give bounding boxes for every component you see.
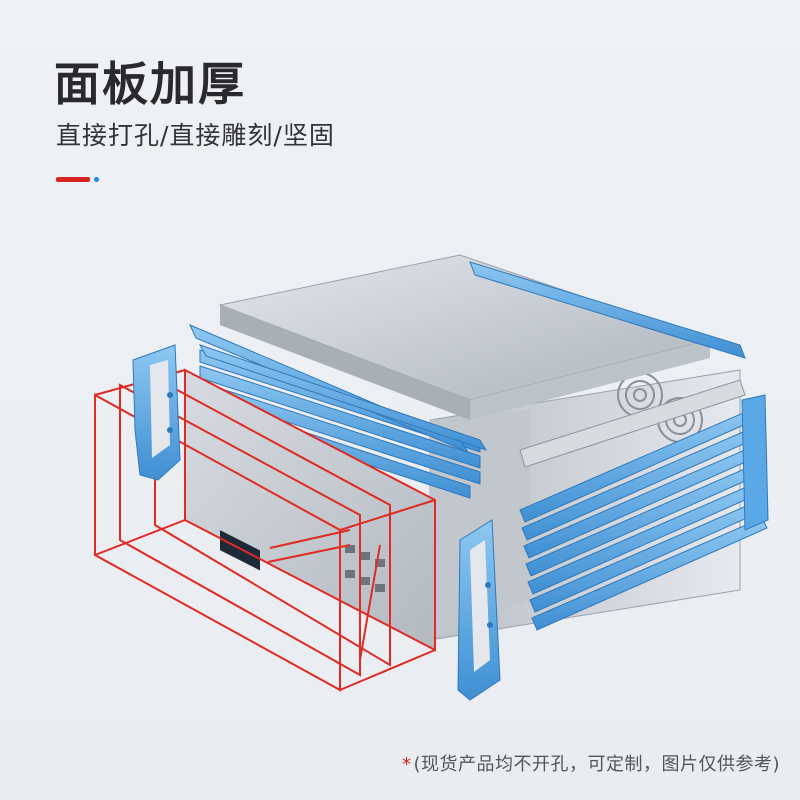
footnote-mark: *	[401, 754, 412, 775]
accent-bar	[56, 177, 90, 182]
right-rail-group	[519, 394, 769, 631]
footnote-text: (现货产品均不开孔，可定制，图片仅供参考)	[413, 754, 780, 775]
top-rail-left	[189, 324, 488, 454]
right-handle	[457, 519, 501, 701]
left-handle	[132, 344, 181, 481]
page-subtitle: 直接打孔/直接雕刻/坚固	[56, 121, 335, 150]
accent-dot	[94, 177, 99, 182]
footnote: *(现货产品均不开孔，可定制，图片仅供参考)	[402, 750, 780, 776]
top-rail-right	[469, 261, 746, 359]
page-title: 面板加厚	[54, 57, 246, 111]
